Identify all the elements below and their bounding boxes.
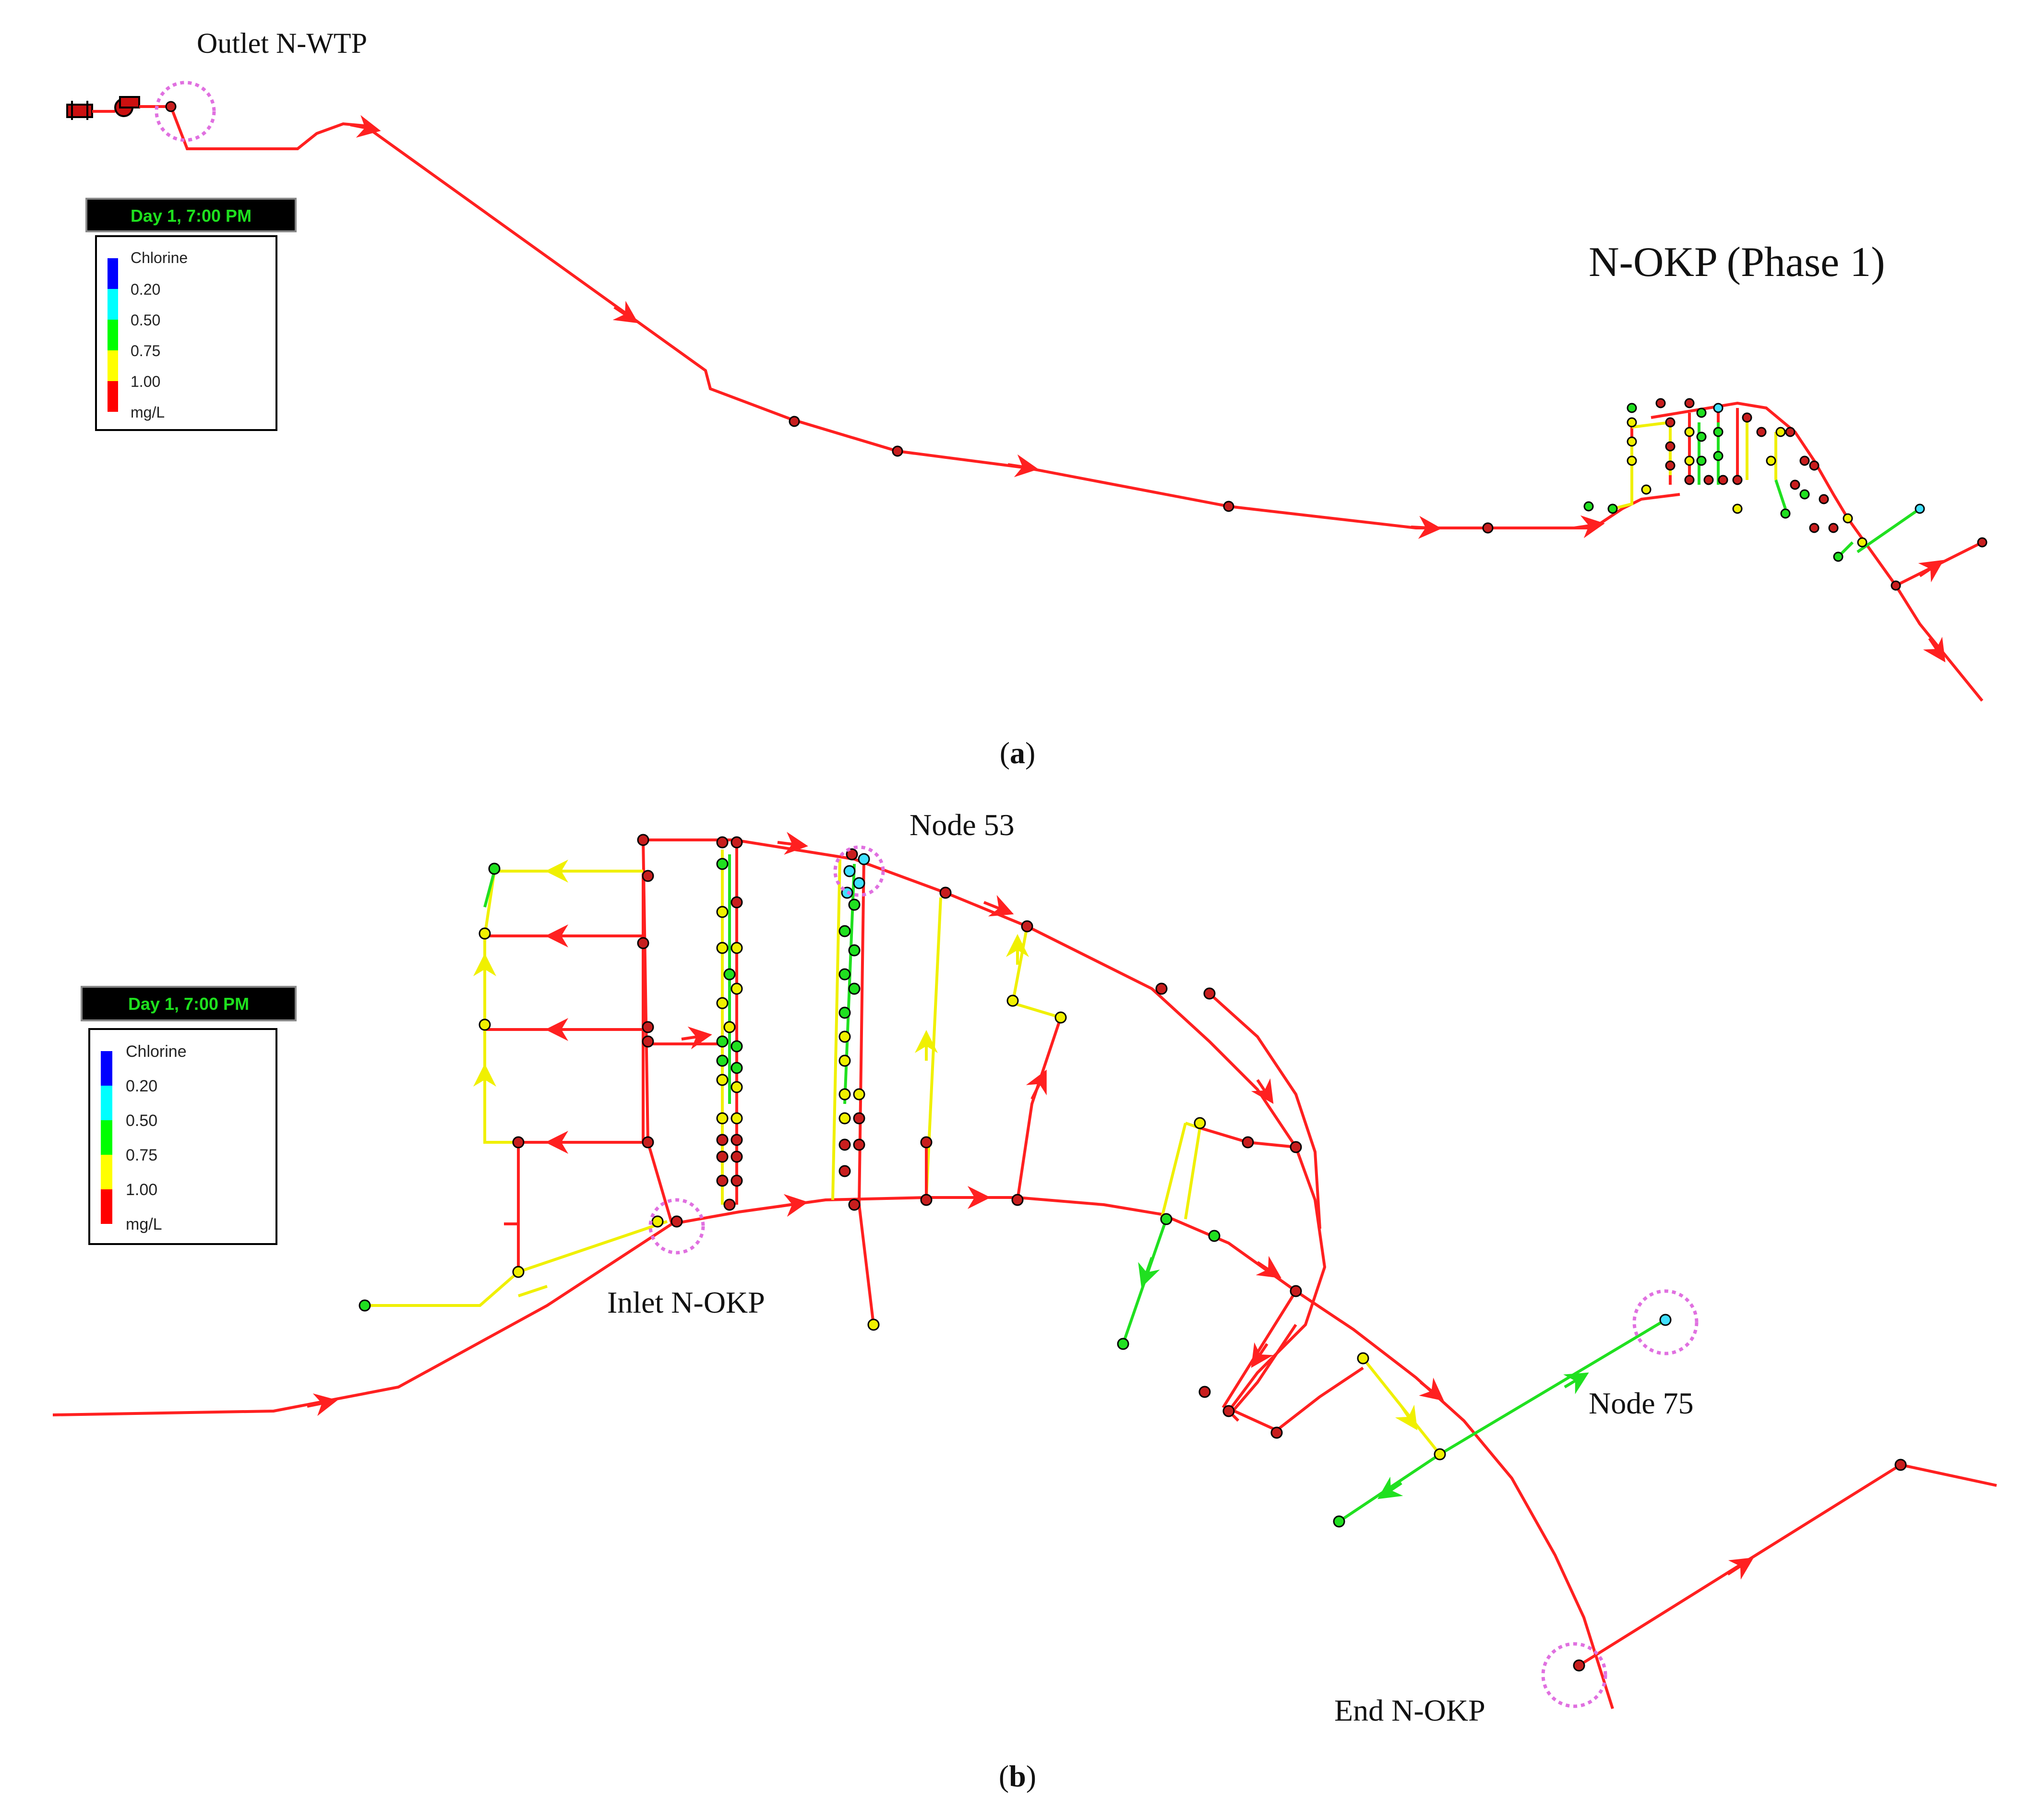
legend-a-value-2: 0.75 <box>131 342 160 359</box>
legend-a-swatch-yellow <box>108 350 118 381</box>
legend-a-unit: mg/L <box>131 404 165 421</box>
legend-b: Day 1, 7:00 PM Chlorine 0.20 0.50 0.75 1… <box>81 986 297 1245</box>
legend-a-swatch-cyan <box>108 289 118 320</box>
legend-b-swatch-red <box>101 1189 112 1224</box>
legend-a-value-3: 1.00 <box>131 373 160 390</box>
highlight-circles-b <box>648 845 1699 1708</box>
legend-a-box <box>95 235 277 431</box>
legend-b-swatch-yellow <box>101 1155 112 1189</box>
legend-a-title: Chlorine <box>131 249 188 266</box>
legend-b-value-0: 0.20 <box>126 1077 157 1095</box>
label-outlet-n-wtp: Outlet N-WTP <box>197 27 367 59</box>
main-pipe-a <box>169 106 1680 529</box>
top-arc-pipe <box>643 838 1327 1422</box>
label-node-53: Node 53 <box>910 808 1015 842</box>
legend-b-box <box>88 1028 277 1245</box>
main-pipe-b <box>52 1196 1614 1709</box>
network-cluster-a <box>1583 398 1987 702</box>
legend-b-value-3: 1.00 <box>126 1181 157 1199</box>
label-inlet-n-okp: Inlet N-OKP <box>607 1285 765 1319</box>
junction-nodes-b <box>359 834 1907 1672</box>
legend-b-swatch-cyan <box>101 1086 112 1120</box>
legend-b-unit: mg/L <box>126 1215 162 1233</box>
legend-b-time: Day 1, 7:00 PM <box>128 994 249 1014</box>
legend-a-swatch-green <box>108 320 118 350</box>
junction-nodes-a <box>165 101 1494 534</box>
legend-b-value-2: 0.75 <box>126 1146 157 1164</box>
legend-a-swatch-red <box>108 381 118 412</box>
legend-a-time-box <box>85 198 297 232</box>
legend-b-time-box <box>81 986 297 1021</box>
label-n-okp-phase1: N-OKP (Phase 1) <box>1589 239 1885 286</box>
legend-a: Day 1, 7:00 PM Chlorine 0.20 0.50 0.75 1… <box>85 198 297 431</box>
legend-b-title: Chlorine <box>126 1042 187 1061</box>
legend-b-swatch-green <box>101 1120 112 1155</box>
legend-b-value-1: 0.50 <box>126 1112 157 1130</box>
label-node-75: Node 75 <box>1589 1386 1694 1420</box>
highlight-outlet <box>155 81 216 142</box>
legend-b-swatch-blue <box>101 1051 112 1086</box>
legend-a-value-1: 0.50 <box>131 311 160 329</box>
legend-a-value-0: 0.20 <box>131 281 160 298</box>
caption-a: (a) <box>1000 736 1036 770</box>
reservoir-pump-icon <box>66 96 171 120</box>
legend-a-time: Day 1, 7:00 PM <box>131 206 251 226</box>
legend-a-swatch-blue <box>108 258 118 289</box>
caption-b: (b) <box>999 1759 1036 1793</box>
label-end-n-okp: End N-OKP <box>1334 1693 1485 1727</box>
panel-a: Outlet N-WTP N-OKP (Phase 1) <box>66 27 1987 770</box>
panel-b: Node 53 Inlet N-OKP Node 75 End N-OKP <box>52 808 1997 1793</box>
